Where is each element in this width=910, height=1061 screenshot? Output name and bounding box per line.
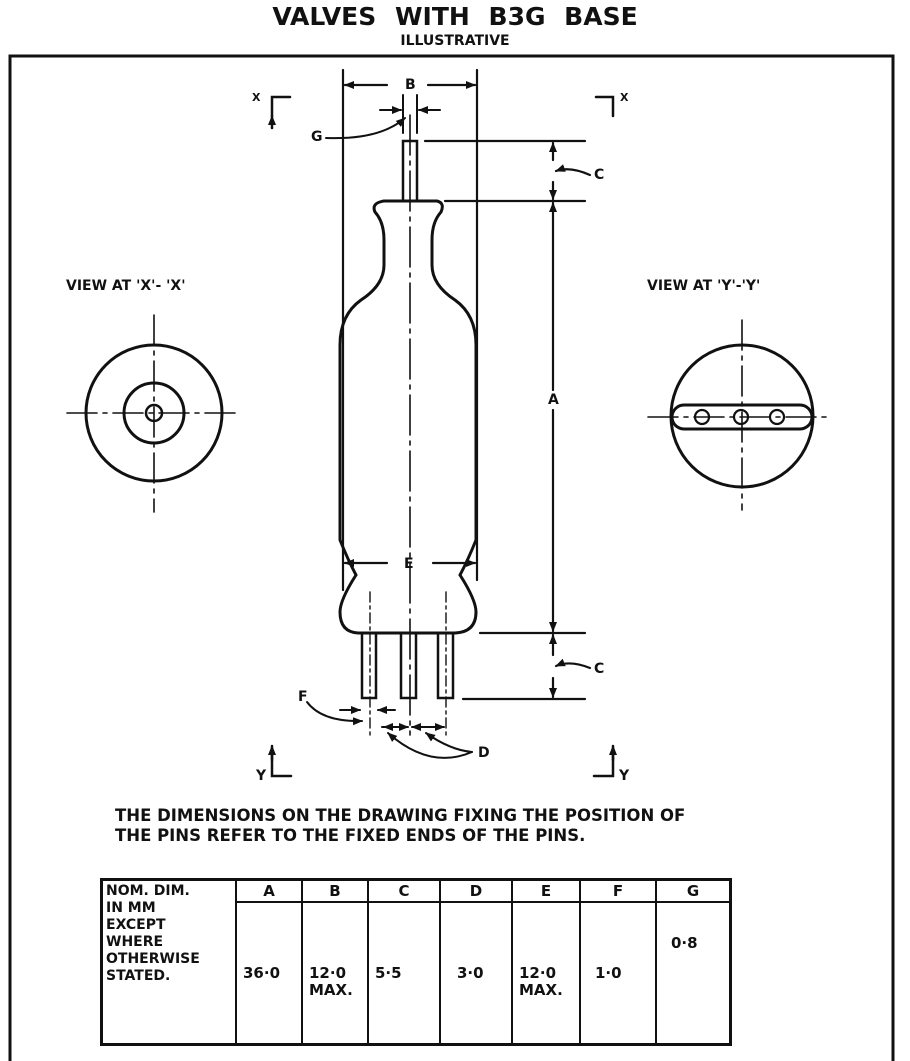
table-header-d: D [439,878,513,903]
table-value-row: 36·0 12·0 MAX. 5·5 3·0 12·0 MAX. 1·0 0·8 [102,901,732,1046]
table-cell-c: 5·5 [367,901,441,1046]
section-marker-y-right [592,744,617,778]
table-cell-b: 12·0 MAX. [301,901,369,1046]
section-label-x-left: X [252,91,261,104]
table-header-c: C [367,878,441,903]
section-label-y-left: Y [256,768,267,784]
dimension-g [325,94,441,140]
label-f: F [298,689,308,705]
table-header-row: NOM. DIM. IN MM EXCEPT WHERE OTHERWISE S… [100,878,732,1046]
dimension-c-top [423,139,592,203]
table-row-label: NOM. DIM. IN MM EXCEPT WHERE OTHERWISE S… [100,878,237,1046]
dimension-f [306,701,396,726]
base-pins [360,631,455,700]
section-marker-x-right [594,95,615,118]
dimension-c-bottom [461,631,592,701]
dimension-d [381,723,473,759]
table-header-a: A [235,878,303,903]
dimensions-table: NOM. DIM. IN MM EXCEPT WHERE OTHERWISE S… [100,878,732,1046]
label-c-bottom: C [594,661,605,677]
label-g: G [311,129,323,145]
table-header-e: E [511,878,581,903]
table-cell-g: 0·8 [655,901,732,1046]
view-y-y-label: VIEW AT 'Y'-'Y' [647,278,761,294]
drawing-frame [8,54,895,1061]
table-cell-d: 3·0 [439,901,513,1046]
table-cell-e: 12·0 MAX. [511,901,581,1046]
table-header-b: B [301,878,369,903]
table-cell-f: 1·0 [579,901,657,1046]
table-header-g: G [655,878,732,903]
note-line-1: THE DIMENSIONS ON THE DRAWING FIXING THE… [115,806,686,825]
table-cell-a: 36·0 [235,901,303,1046]
drawing-subtitle: ILLUSTRATIVE [400,33,510,49]
label-b: B [405,77,416,93]
section-marker-y-left [268,744,293,778]
drawing-title: VALVES WITH B3G BASE [272,2,638,31]
view-x-x-diagram [66,314,238,513]
note-line-2: THE PINS REFER TO THE FIXED ENDS OF THE … [115,826,586,845]
pin-dimension-note: THE DIMENSIONS ON THE DRAWING FIXING THE… [115,806,685,846]
label-a: A [548,392,559,408]
label-c-top: C [594,167,605,183]
label-e: E [404,556,414,572]
view-y-y-diagram [647,319,829,511]
valve-bulb [338,199,478,635]
section-marker-x-left [268,95,292,130]
label-d: D [478,745,490,761]
table-header-f: F [579,878,657,903]
view-x-x-label: VIEW AT 'X'- 'X' [66,278,186,294]
section-label-y-right: Y [619,768,630,784]
section-label-x-right: X [620,91,629,104]
